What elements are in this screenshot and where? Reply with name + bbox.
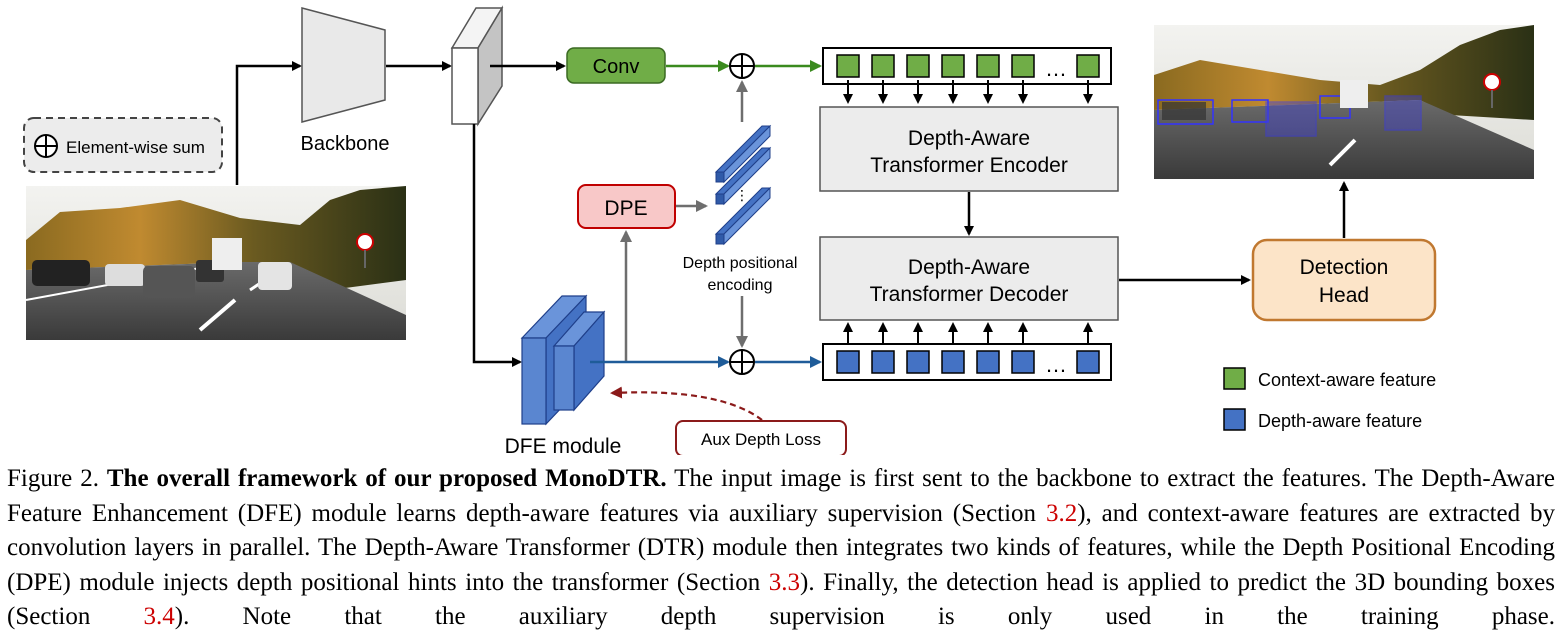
- dfe-module-block: [520, 294, 606, 426]
- caption-ref-section-3-3[interactable]: 3.3: [768, 568, 801, 596]
- svg-text:⋮: ⋮: [735, 187, 749, 203]
- transformer-decoder-block: Depth-Aware Transformer Decoder: [819, 236, 1119, 321]
- aux-depth-loss-label: Aux Depth Loss: [701, 430, 821, 449]
- positional-encoding-stack: ⋮: [714, 124, 772, 246]
- encoder-label-line1: Depth-Aware: [908, 127, 1030, 150]
- caption-text-4: ). Note that the auxiliary depth supervi…: [174, 603, 1555, 631]
- conv-label: Conv: [593, 56, 640, 78]
- depth-token: [871, 350, 895, 374]
- depth-feature-legend: Depth-aware feature: [1223, 408, 1422, 431]
- backbone-block: [301, 7, 386, 123]
- bottom-sum-icon: [729, 349, 755, 375]
- depth-token: [1076, 350, 1100, 374]
- context-ellipsis: …: [1045, 56, 1067, 81]
- conv-block: Conv: [566, 47, 666, 84]
- depth-token: [941, 350, 965, 374]
- depth-legend-label: Depth-aware feature: [1258, 411, 1422, 431]
- depth-token: [1011, 350, 1035, 374]
- dpe-block: DPE: [577, 184, 676, 229]
- depth-to-decoder-arrows: [843, 322, 1093, 346]
- framework-diagram: Element-wise sum Backbone Conv: [23, 5, 1534, 455]
- depth-token: [906, 350, 930, 374]
- top-sum-icon: [729, 53, 755, 79]
- depth-token: [836, 350, 860, 374]
- depth-token-sequence: …: [822, 343, 1112, 381]
- context-feature-legend: Context-aware feature: [1223, 367, 1436, 390]
- encoder-label-line2: Transformer Encoder: [870, 154, 1068, 177]
- image-to-backbone-arrow: [235, 61, 302, 185]
- context-token: [941, 54, 965, 78]
- dpe-label: DPE: [604, 197, 647, 220]
- element-wise-sum-legend: Element-wise sum: [23, 117, 223, 173]
- context-token: [976, 54, 1000, 78]
- context-token: [871, 54, 895, 78]
- context-token-sequence: …: [822, 47, 1112, 85]
- context-to-encoder-arrows: [843, 80, 1093, 104]
- caption-prefix: Figure 2.: [7, 465, 107, 492]
- caption-ref-section-3-2[interactable]: 3.2: [1045, 499, 1078, 527]
- depth-legend-swatch: [1223, 408, 1246, 431]
- depth-ellipsis: …: [1045, 352, 1067, 377]
- transformer-encoder-block: Depth-Aware Transformer Encoder: [819, 106, 1119, 192]
- context-token: [906, 54, 930, 78]
- aux-loss-arrow: [610, 386, 763, 421]
- context-token: [836, 54, 860, 78]
- pe-caption-line1: Depth positional: [683, 255, 798, 272]
- depth-token: [976, 350, 1000, 374]
- backbone-label: Backbone: [301, 133, 390, 155]
- output-image: [1154, 25, 1534, 179]
- context-token: [1076, 54, 1100, 78]
- input-image: [25, 186, 406, 340]
- element-wise-sum-label: Element-wise sum: [66, 138, 205, 157]
- caption-title: The overall framework of our proposed Mo…: [106, 465, 667, 492]
- decoder-label-line2: Transformer Decoder: [870, 283, 1069, 306]
- feature-to-dfe-arrow: [472, 124, 522, 367]
- detection-head-line2: Head: [1319, 284, 1369, 307]
- aux-depth-loss-block: Aux Depth Loss: [675, 420, 847, 455]
- context-legend-swatch: [1223, 367, 1246, 390]
- context-legend-label: Context-aware feature: [1258, 370, 1436, 390]
- caption-text-3: ). Finally, the detection head is applie…: [7, 568, 1555, 631]
- dfe-module-label: DFE module: [505, 435, 622, 455]
- figure-caption: Figure 2. The overall framework of our p…: [7, 462, 1555, 635]
- caption-text-1: The input image is first sent to the bac…: [7, 465, 1555, 527]
- sum-icon: [34, 134, 58, 158]
- detection-head-line1: Detection: [1300, 256, 1389, 279]
- context-token: [1011, 54, 1035, 78]
- caption-text-2: ), and context-aware features are extrac…: [7, 499, 1556, 596]
- pe-caption-line2: encoding: [708, 277, 773, 294]
- caption-ref-section-3-4[interactable]: 3.4: [143, 603, 175, 631]
- detection-head-block: Detection Head: [1251, 238, 1437, 322]
- decoder-label-line1: Depth-Aware: [908, 256, 1030, 279]
